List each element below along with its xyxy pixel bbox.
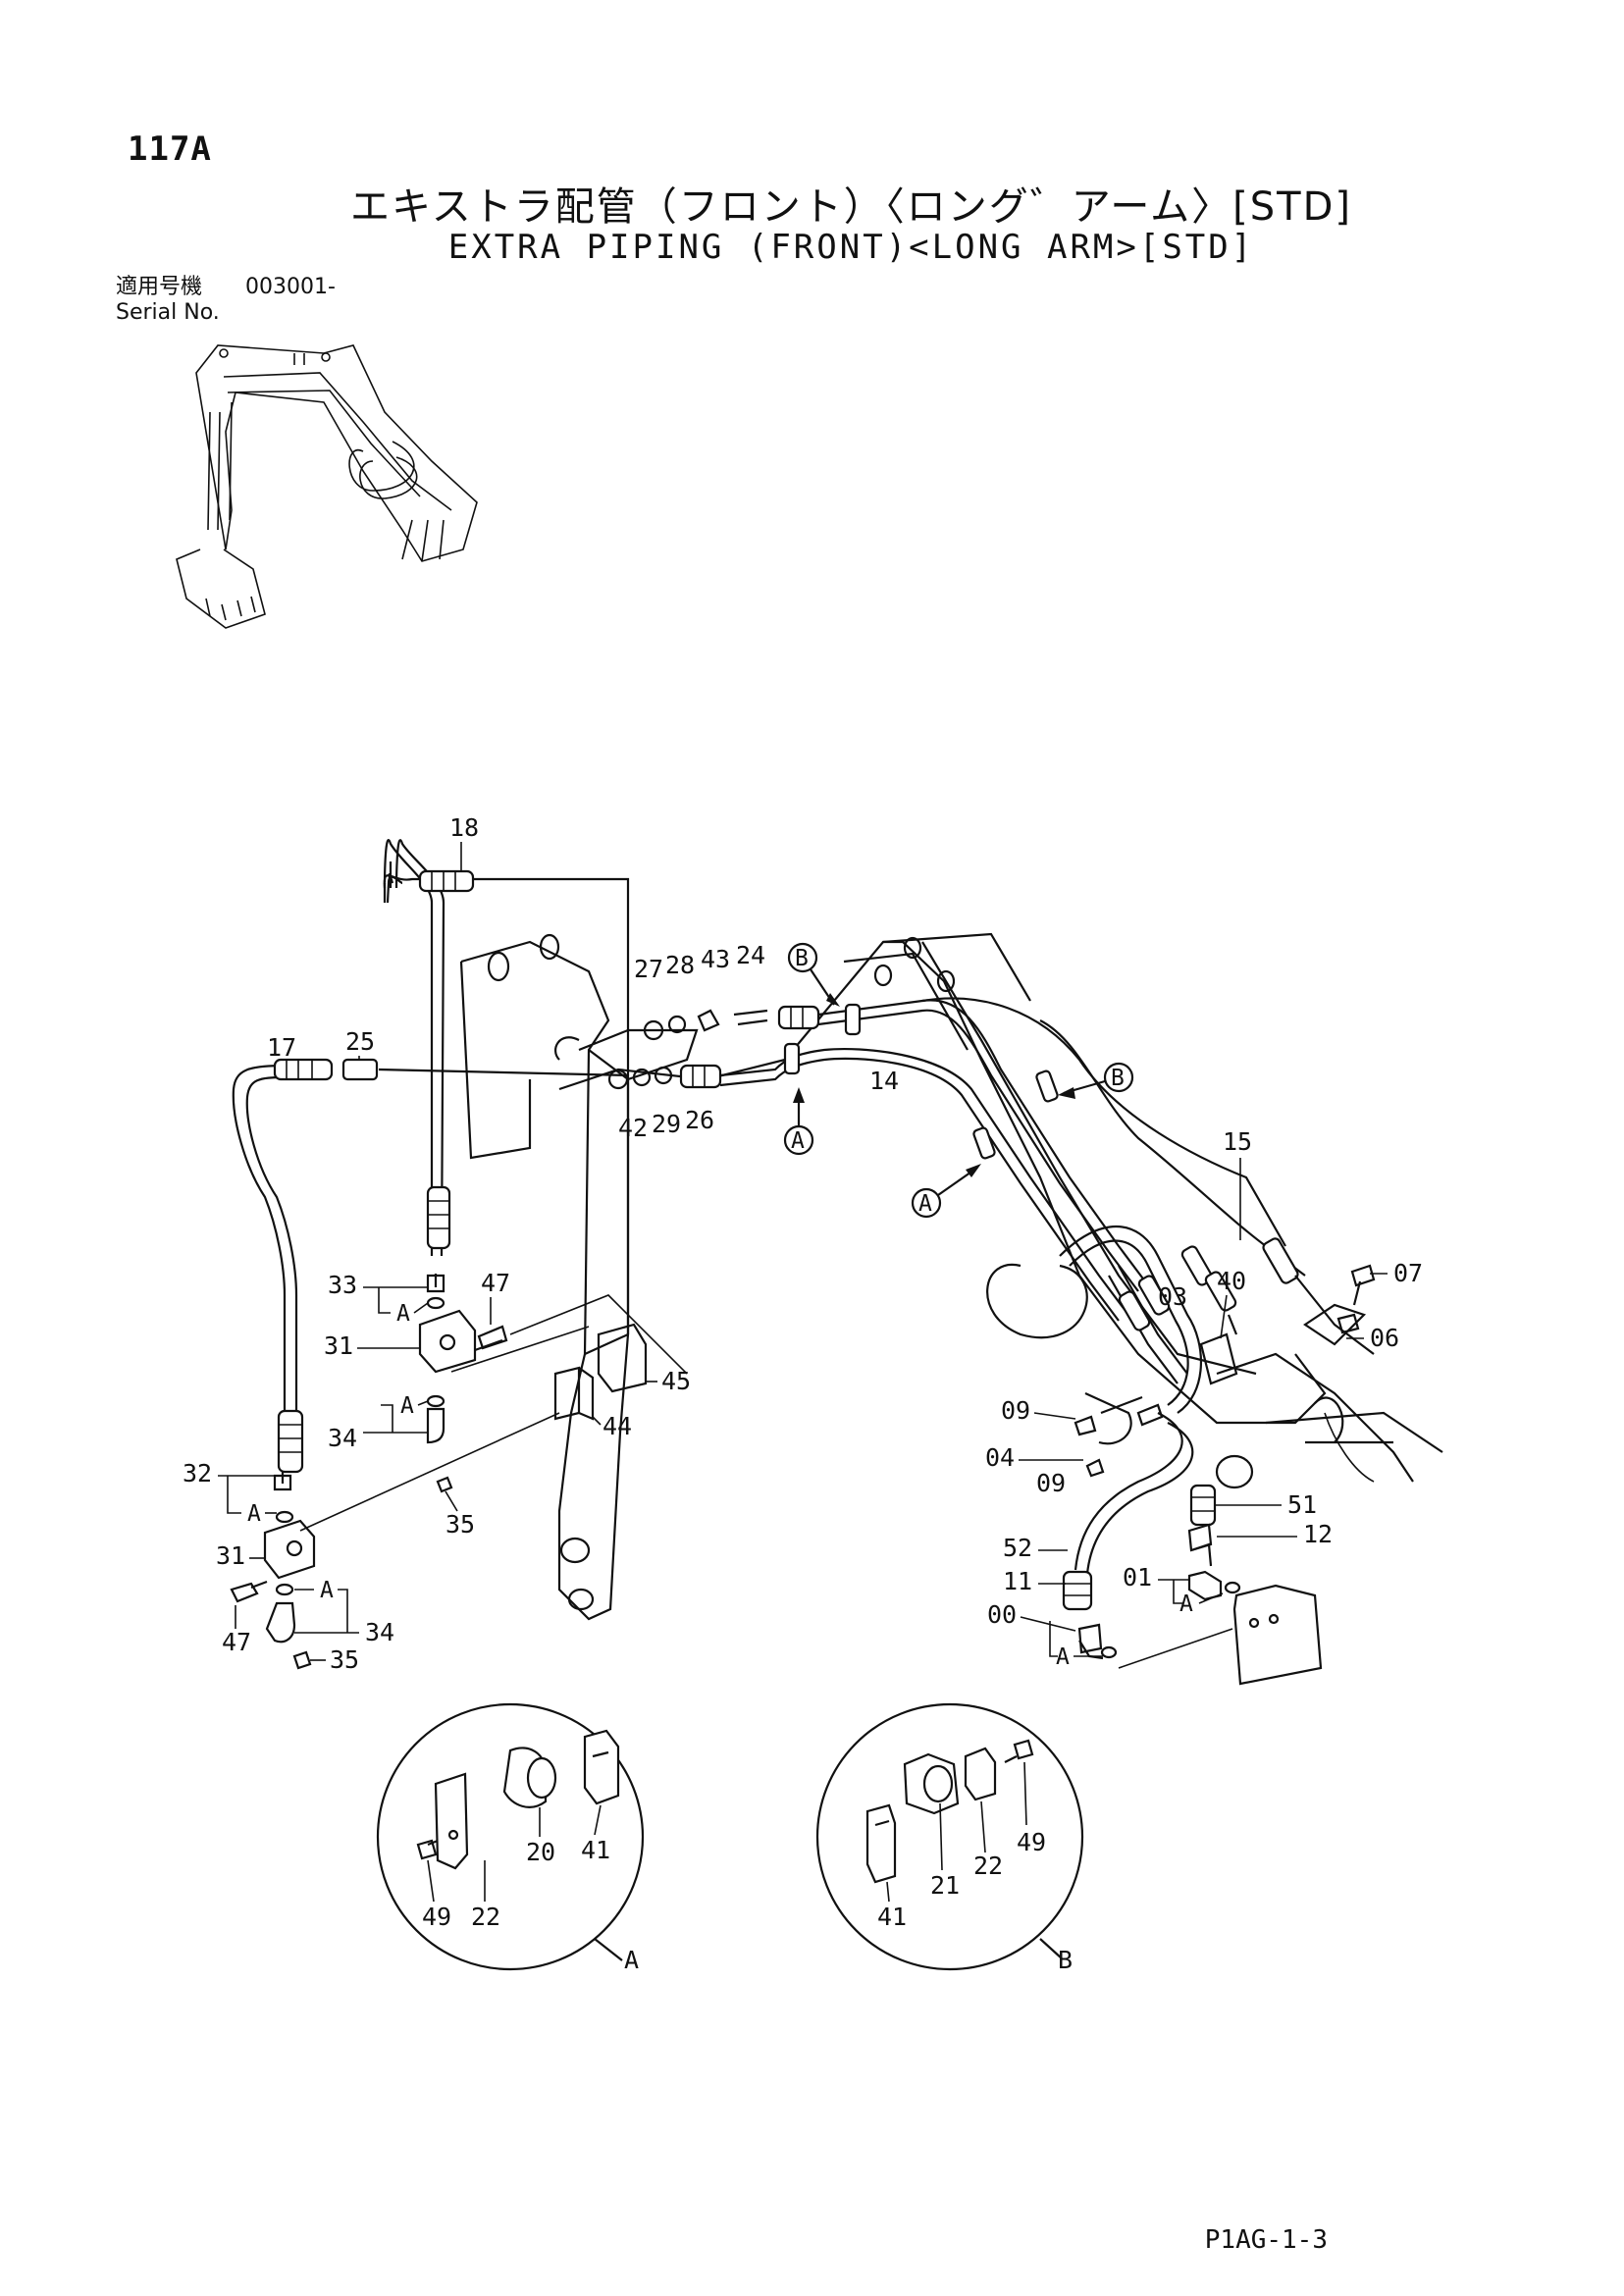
callout-32: 32 <box>183 1459 212 1487</box>
callout-04: 04 <box>985 1443 1015 1472</box>
serial-block: 適用号機 Serial No. 003001- <box>116 275 336 326</box>
callout-28: 28 <box>665 951 695 979</box>
callout-49b: 49 <box>1017 1828 1046 1856</box>
callout-20: 20 <box>526 1838 555 1866</box>
block-31-lower <box>230 1412 560 1670</box>
callout-43: 43 <box>701 945 730 973</box>
right-bracket-40 <box>1199 1314 1238 1385</box>
callout-24: 24 <box>736 941 765 969</box>
callout-49a: 49 <box>422 1903 451 1931</box>
callout-18: 18 <box>449 813 479 842</box>
excavator-thumbnail <box>176 344 478 629</box>
callout-03: 03 <box>1158 1282 1187 1311</box>
fitting-12-block <box>1077 1523 1323 1686</box>
fitting-stack-top <box>607 1005 820 1090</box>
right-hose-group <box>1059 1225 1237 1611</box>
callout-22a: 22 <box>471 1903 500 1931</box>
fitting-34-upper <box>426 1394 453 1493</box>
callout-33-A: A <box>396 1301 410 1327</box>
title-japanese: エキストラ配管（フロント）〈ロング゛アーム〉[STD] <box>349 184 1353 230</box>
marker-A-right-label: A <box>918 1191 932 1217</box>
hose-17 <box>232 1058 629 1474</box>
callout-25: 25 <box>345 1027 375 1056</box>
footer-code: P1AG-1-3 <box>1204 2225 1328 2255</box>
callout-32-A: A <box>247 1501 261 1527</box>
callout-47b: 47 <box>222 1628 251 1656</box>
callout-27: 27 <box>634 955 663 983</box>
callout-01: 01 <box>1123 1563 1152 1592</box>
detail-view-b-label: B <box>1058 1946 1073 1974</box>
callout-34b-A: A <box>320 1578 334 1603</box>
callout-44: 44 <box>602 1412 632 1440</box>
serial-label-en: Serial No. <box>116 300 220 325</box>
pipe-15 <box>921 997 1375 1355</box>
detail-view-a-label: A <box>624 1946 639 1974</box>
marker-A-mid: A <box>783 1087 814 1156</box>
bracket-44-45 <box>509 1294 688 1421</box>
callout-47a: 47 <box>481 1269 510 1297</box>
callout-12: 12 <box>1303 1520 1333 1548</box>
callout-51: 51 <box>1287 1490 1317 1519</box>
callout-21: 21 <box>930 1871 960 1900</box>
serial-value: 003001- <box>245 275 336 299</box>
callout-26: 26 <box>685 1106 714 1134</box>
callout-42: 42 <box>618 1114 648 1142</box>
callout-40: 40 <box>1217 1267 1246 1295</box>
callout-35b: 35 <box>330 1645 359 1674</box>
callout-33: 33 <box>328 1271 357 1299</box>
marker-A-right: A <box>911 1164 981 1219</box>
marker-A-mid-label: A <box>791 1128 805 1154</box>
callout-52: 52 <box>1003 1534 1032 1562</box>
callout-45: 45 <box>661 1367 691 1395</box>
callout-11: 11 <box>1003 1567 1032 1595</box>
hose-18 <box>383 839 630 1334</box>
callout-35a: 35 <box>445 1510 475 1539</box>
marker-B-right-label: B <box>1111 1066 1125 1091</box>
callout-31b: 31 <box>216 1541 245 1570</box>
fittings-06-07 <box>1303 1264 1376 1346</box>
detail-view-b: B 49 22 21 41 <box>815 1702 1084 1974</box>
marker-B-right: B <box>1058 1062 1134 1099</box>
callout-09a: 09 <box>1001 1396 1030 1425</box>
clamp-markers <box>783 1003 1059 1160</box>
block-31-upper <box>418 1274 590 1374</box>
callout-labels: 18 17 25 27 28 43 24 14 42 29 26 15 07 0… <box>183 813 1423 1674</box>
callout-29: 29 <box>652 1110 681 1138</box>
callout-01-A: A <box>1179 1592 1193 1617</box>
callout-00-A: A <box>1056 1644 1070 1670</box>
callout-14: 14 <box>869 1067 899 1095</box>
callout-17: 17 <box>267 1033 296 1062</box>
marker-B-top: B <box>787 942 840 1007</box>
fitting-25 <box>341 1058 379 1081</box>
callout-34a-A: A <box>400 1393 414 1419</box>
callout-34b: 34 <box>365 1618 394 1646</box>
serial-label-jp: 適用号機 <box>116 275 203 299</box>
callout-41b: 41 <box>877 1903 907 1931</box>
callout-00: 00 <box>987 1600 1017 1629</box>
callout-09b: 09 <box>1036 1469 1066 1497</box>
title-english: EXTRA PIPING (FRONT)<LONG ARM>[STD] <box>447 228 1255 267</box>
callout-34a: 34 <box>328 1424 357 1452</box>
callout-06: 06 <box>1370 1324 1399 1352</box>
callout-07: 07 <box>1393 1259 1423 1287</box>
callout-15: 15 <box>1223 1127 1252 1156</box>
marker-B-top-label: B <box>795 946 809 971</box>
callout-31a: 31 <box>324 1331 353 1360</box>
detail-view-a: A 49 22 20 41 <box>376 1702 645 1974</box>
callout-41a: 41 <box>581 1836 610 1864</box>
page-number: 117A <box>128 130 212 169</box>
long-arm <box>459 933 699 1621</box>
callout-22b: 22 <box>973 1852 1003 1880</box>
